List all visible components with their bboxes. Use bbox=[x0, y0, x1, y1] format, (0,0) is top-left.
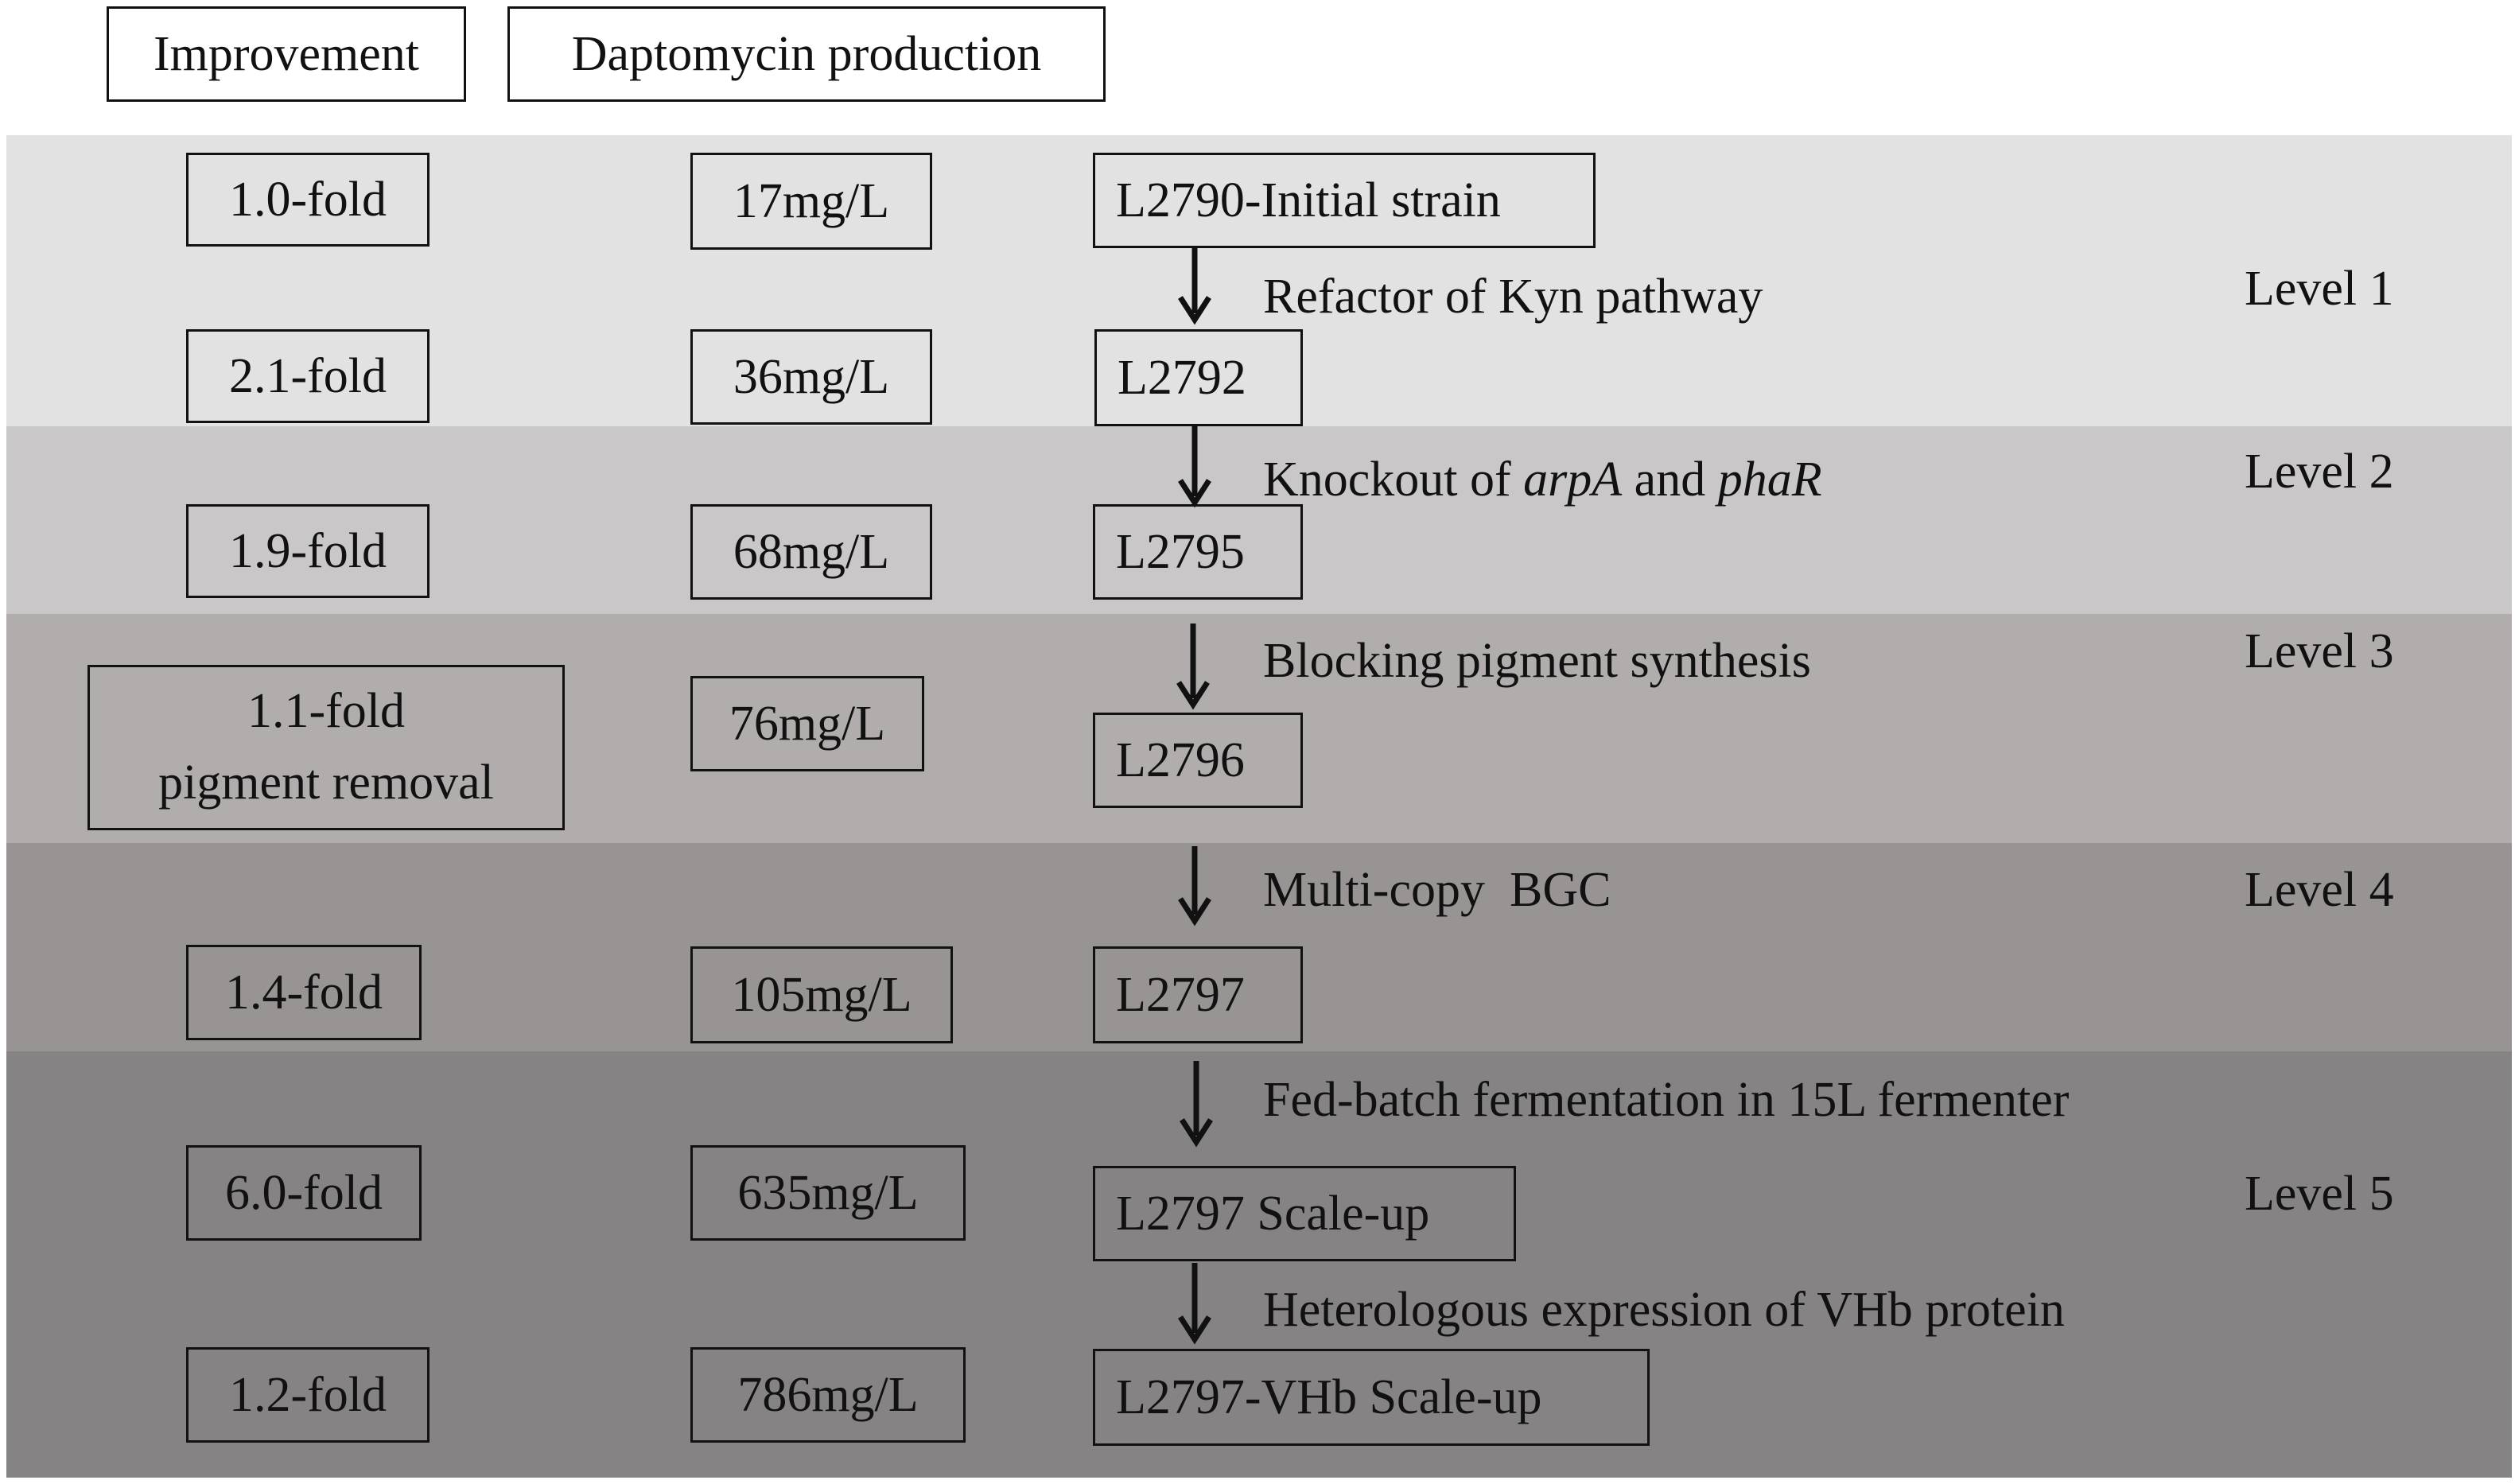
strain-box-l2792: L2792 bbox=[1094, 329, 1303, 426]
step-blocking-pigment: Blocking pigment synthesis bbox=[1263, 634, 1811, 688]
step-knockout-and: and bbox=[1622, 453, 1718, 507]
step-multicopy-bgc: Multi-copy BGC bbox=[1263, 863, 1611, 917]
production-box-5: 105mg/L bbox=[690, 946, 953, 1043]
step-fed-batch: Fed-batch fermentation in 15L fermenter bbox=[1263, 1073, 2070, 1127]
improvement-header: Improvement bbox=[107, 6, 466, 102]
fold-box-7: 1.2-fold bbox=[186, 1347, 430, 1443]
fold-note-4: pigment removal bbox=[158, 756, 494, 810]
step-refactor-kyn: Refactor of Kyn pathway bbox=[1263, 270, 1763, 324]
level-2-label: Level 2 bbox=[2245, 445, 2394, 499]
production-box-4: 76mg/L bbox=[690, 676, 924, 771]
arrow-1 bbox=[1178, 248, 1211, 325]
step-knockout: Knockout of arpA and phaR bbox=[1263, 455, 1822, 504]
fold-box-1: 1.0-fold bbox=[186, 153, 430, 247]
arrow-5 bbox=[1180, 1061, 1213, 1148]
level-1-band bbox=[6, 135, 2512, 426]
level-5-label: Level 5 bbox=[2245, 1167, 2394, 1221]
production-header: Daptomycin production bbox=[507, 6, 1106, 102]
level-3-label: Level 3 bbox=[2245, 624, 2394, 678]
strain-box-l2797-scaleup: L2797 Scale-up bbox=[1093, 1166, 1516, 1261]
strain-box-l2796: L2796 bbox=[1093, 713, 1303, 808]
production-box-2: 36mg/L bbox=[690, 329, 932, 425]
fold-box-3: 1.9-fold bbox=[186, 504, 430, 598]
level-5-band bbox=[6, 1051, 2512, 1478]
fold-box-4: 1.1-fold pigment removal bbox=[87, 665, 565, 830]
fold-value-4: 1.1-fold bbox=[247, 684, 406, 739]
arrow-6 bbox=[1178, 1263, 1211, 1345]
production-box-6: 635mg/L bbox=[690, 1145, 966, 1241]
strain-box-l2790: L2790-Initial strain bbox=[1093, 153, 1596, 248]
level-1-label: Level 1 bbox=[2245, 262, 2394, 316]
step-knockout-prefix: Knockout of bbox=[1263, 453, 1524, 507]
level-2-band bbox=[6, 426, 2512, 614]
production-box-3: 68mg/L bbox=[690, 504, 932, 600]
strain-box-l2797-vhb-scaleup: L2797-VHb Scale-up bbox=[1093, 1349, 1650, 1446]
step-vhb-expression: Heterologous expression of VHb protein bbox=[1263, 1283, 2065, 1337]
production-box-1: 17mg/L bbox=[690, 153, 932, 250]
arrow-3 bbox=[1176, 624, 1210, 710]
fold-box-5: 1.4-fold bbox=[186, 945, 422, 1040]
arrow-2 bbox=[1178, 426, 1211, 508]
gene-phar: phaR bbox=[1717, 453, 1822, 507]
fold-box-2: 2.1-fold bbox=[186, 329, 430, 423]
strain-box-l2795: L2795 bbox=[1093, 504, 1303, 600]
level-3-band bbox=[6, 614, 2512, 843]
level-4-label: Level 4 bbox=[2245, 863, 2394, 917]
arrow-4 bbox=[1178, 846, 1211, 927]
fold-box-6: 6.0-fold bbox=[186, 1145, 422, 1241]
strain-box-l2797: L2797 bbox=[1093, 946, 1303, 1043]
production-box-7: 786mg/L bbox=[690, 1347, 966, 1443]
gene-arpa: arpA bbox=[1523, 453, 1623, 507]
